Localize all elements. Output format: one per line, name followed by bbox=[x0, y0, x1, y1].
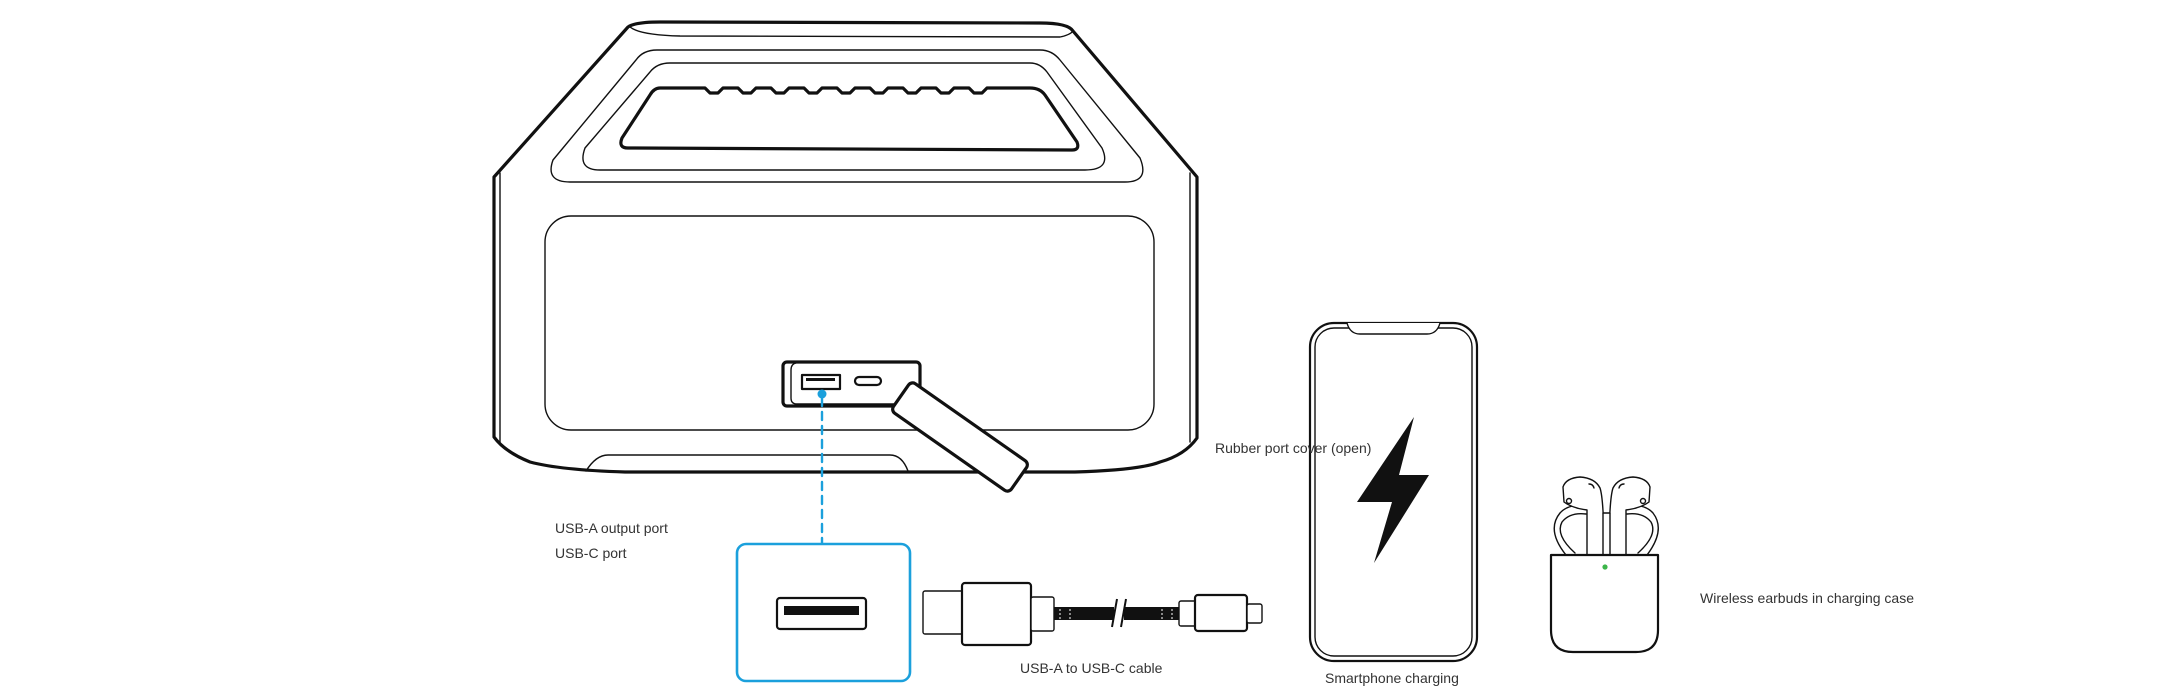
label-usb-c-port: USB-C port bbox=[555, 545, 627, 561]
speaker-foot bbox=[585, 454, 909, 472]
callout-anchor-dot bbox=[817, 389, 827, 399]
usb-a-port-enlarged-icon bbox=[775, 596, 868, 631]
label-phone: Smartphone charging bbox=[1325, 670, 1459, 686]
left-earbud bbox=[1562, 476, 1605, 556]
case-base bbox=[1549, 553, 1660, 654]
port-panel bbox=[781, 360, 922, 408]
callout-box bbox=[735, 542, 912, 683]
speaker-body-outline bbox=[492, 20, 1199, 474]
status-led-icon bbox=[1602, 564, 1608, 570]
label-cable: USB-A to USB-C cable bbox=[1020, 660, 1163, 676]
speaker-grille-panel bbox=[544, 215, 1155, 431]
case-lid-inner-left bbox=[1559, 512, 1587, 554]
usb-c-plug bbox=[1178, 593, 1263, 633]
case-hinge bbox=[1602, 512, 1611, 556]
usb-callout bbox=[735, 389, 912, 683]
case-lid-inner-right bbox=[1626, 512, 1654, 554]
smartphone bbox=[1308, 321, 1479, 663]
cable-cord bbox=[1054, 598, 1179, 628]
right-earbud bbox=[1608, 476, 1651, 556]
handle-outer-ring bbox=[550, 49, 1144, 183]
port-cover-tab bbox=[891, 381, 1029, 493]
handle-grip bbox=[619, 86, 1080, 152]
speaker-top-cap bbox=[629, 26, 1074, 38]
usb-a-port-tongue bbox=[806, 378, 835, 381]
port-panel-inner-edge bbox=[790, 362, 919, 405]
usb-c-port-icon bbox=[853, 375, 883, 387]
label-port-cover: Rubber port cover (open) bbox=[1215, 440, 1372, 456]
usb-a-port-icon bbox=[800, 373, 842, 391]
lightning-bolt-icon bbox=[1357, 417, 1429, 563]
speaker bbox=[492, 20, 1199, 493]
phone-notch bbox=[1346, 322, 1441, 335]
usb-a-plug bbox=[922, 581, 1055, 647]
label-usb-a-port: USB-A output port bbox=[555, 520, 668, 536]
earbuds-case bbox=[1549, 476, 1660, 654]
handle-inner-ring bbox=[582, 62, 1106, 171]
usb-cable bbox=[922, 581, 1263, 647]
label-earbuds: Wireless earbuds in charging case bbox=[1700, 590, 1914, 606]
port-panel-frame bbox=[781, 360, 922, 408]
